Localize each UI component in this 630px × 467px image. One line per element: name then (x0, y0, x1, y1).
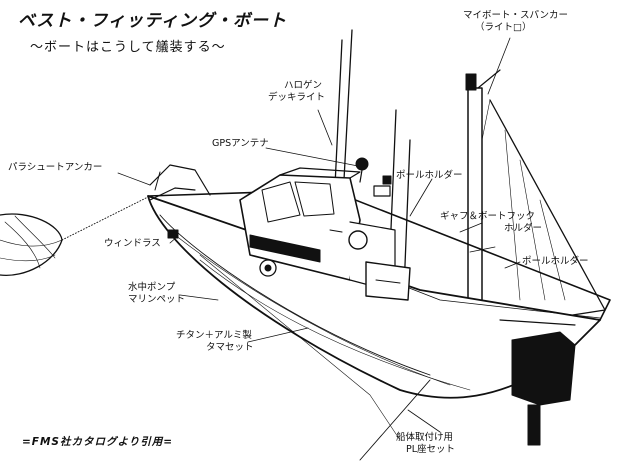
bow-rail (149, 164, 211, 239)
diagram-subtitle: 〜ボートはこうして艤装する〜 (30, 40, 226, 55)
label-halogen-line1: ハロゲン (284, 80, 323, 91)
label-gaff-line1: ギャフ＆ボートフック (440, 211, 536, 222)
diagram-title: ベスト・フィッティング・ボート (18, 11, 287, 31)
label-pole-holder-top: ポールホルダー (396, 170, 463, 181)
label-mast-line1: マイボート・スパンカー (463, 10, 568, 21)
hardtop-equipment (279, 157, 392, 197)
label-pl-line1: 船体取付け用 (396, 432, 454, 443)
label-parachute-anchor: パラシュートアンカー (8, 162, 103, 173)
label-pl-line2: PL座セット (406, 443, 456, 455)
label-pump-line1: 水中ポンプ (128, 282, 176, 293)
label-mast-line2: （ライト□） (475, 21, 532, 33)
label-gps-antenna: GPSアンテナ (212, 138, 269, 149)
label-water-pump: 水中ポンプ マリンペット (128, 282, 185, 306)
label-halogen-line2: デッキライト (268, 91, 326, 103)
label-gaff-line2: ホルダー (504, 222, 543, 234)
label-ti-line1: チタン＋アルミ製 (176, 330, 252, 341)
label-titanium-set: チタン＋アルミ製 タマセット (176, 330, 254, 354)
mooring-line (359, 379, 431, 461)
label-ti-line2: タマセット (206, 341, 254, 353)
label-halogen-light: ハロゲン デッキライト (268, 80, 325, 104)
leader-lines (117, 37, 521, 433)
label-pole-holder-right: ポールホルダー (522, 256, 589, 267)
source-credit: =FMS社カタログより引用= (22, 436, 174, 448)
label-gaff-holder: ギャフ＆ボートフック ホルダー (440, 211, 542, 235)
outboard-motor (499, 319, 576, 446)
label-pump-line2: マリンペット (128, 293, 186, 305)
label-mast: マイボート・スパンカー （ライト□） (463, 10, 568, 34)
label-windlass: ウィンドラス (104, 238, 161, 249)
label-pl-seat-set: 船体取付け用 PL座セット (396, 432, 455, 456)
pl-line (199, 254, 401, 441)
parachute-anchor (0, 195, 151, 276)
